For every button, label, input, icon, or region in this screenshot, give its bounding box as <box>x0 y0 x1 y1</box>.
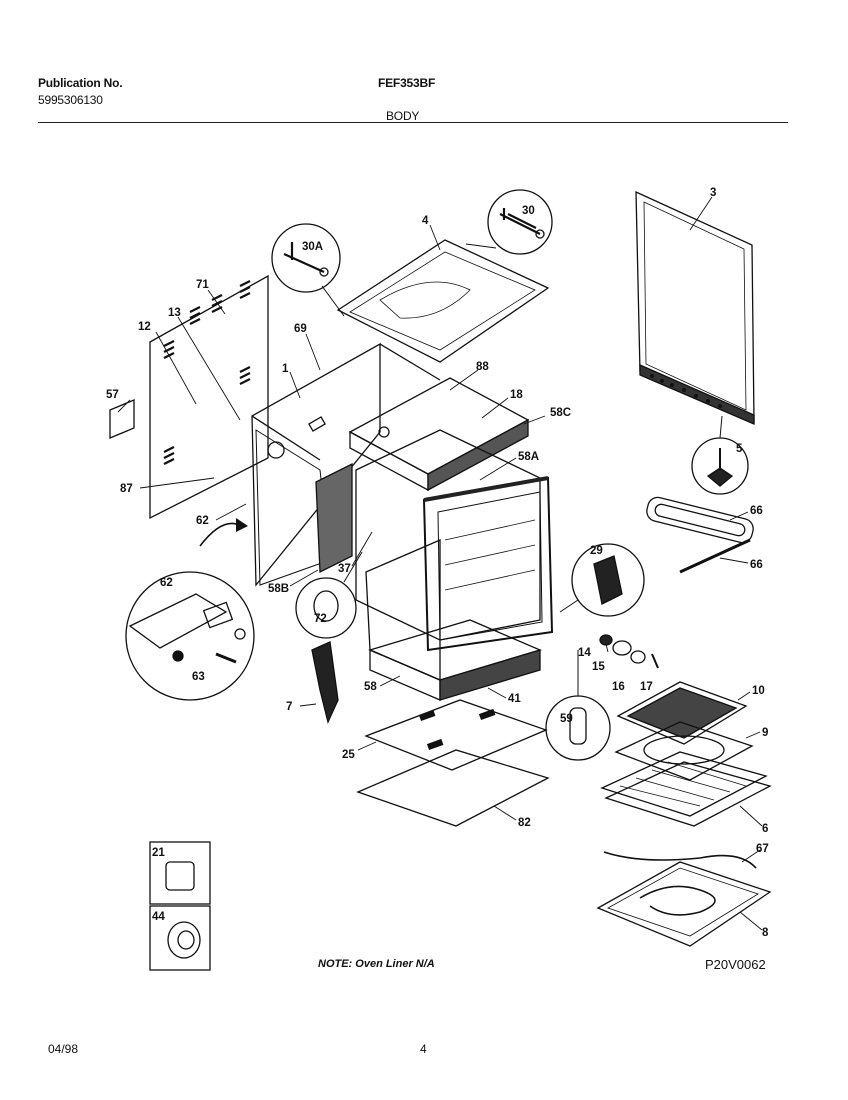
part-label-16: 16 <box>612 681 625 693</box>
diagram-code: P20V0062 <box>705 957 766 972</box>
part-label-57: 57 <box>106 389 119 401</box>
part-label-9: 9 <box>762 727 768 739</box>
part-label-41: 41 <box>508 693 521 705</box>
part-label-87: 87 <box>120 483 133 495</box>
part-4-top-panel <box>336 239 550 363</box>
part-label-7: 7 <box>286 701 292 713</box>
part-label-30a: 30A <box>302 241 323 253</box>
footer-date: 04/98 <box>48 1042 79 1056</box>
parts-14-17-small <box>599 634 659 669</box>
diagram-note: NOTE: Oven Liner N/A <box>318 958 435 970</box>
part-label-88: 88 <box>476 361 489 373</box>
part-67-bake-element <box>603 851 757 869</box>
part-58C-top-insulation <box>348 377 530 492</box>
part-7-bracket <box>311 641 339 724</box>
part-label-37: 37 <box>338 563 351 575</box>
leader-lines <box>117 196 763 931</box>
callout-72 <box>295 551 363 639</box>
part-label-62: 62 <box>160 577 173 589</box>
part-label-17: 17 <box>640 681 653 693</box>
part-label-66: 66 <box>750 505 763 517</box>
part-label-10: 10 <box>752 685 765 697</box>
part-25-bottom-panel <box>364 699 548 771</box>
part-label-66: 66 <box>750 559 763 571</box>
part-label-58c: 58C <box>550 407 571 419</box>
part-label-44: 44 <box>152 911 165 923</box>
part-label-29: 29 <box>590 545 603 557</box>
part-3-door-panel <box>635 190 755 425</box>
part-label-71: 71 <box>196 279 209 291</box>
part-label-15: 15 <box>592 661 605 673</box>
part-66-broil-element <box>646 496 754 574</box>
publication-number: 5995306130 <box>38 93 103 107</box>
part-label-63: 63 <box>192 671 205 683</box>
part-label-18: 18 <box>510 389 523 401</box>
part-label-67: 67 <box>756 843 769 855</box>
part-label-58a: 58A <box>518 451 539 463</box>
part-label-13: 13 <box>168 307 181 319</box>
callout-30 <box>465 189 553 255</box>
part-label-21: 21 <box>152 847 165 859</box>
part-label-25: 25 <box>342 749 355 761</box>
part-label-30: 30 <box>522 205 535 217</box>
part-82-drawer-bottom <box>356 749 550 827</box>
callout-59 <box>545 650 611 761</box>
part-71-back-panel <box>149 274 269 520</box>
part-label-72: 72 <box>314 613 327 625</box>
part-label-1: 1 <box>282 363 289 375</box>
part-label-69: 69 <box>294 323 307 335</box>
part-label-5: 5 <box>736 443 743 455</box>
header-rule <box>38 122 788 123</box>
publication-label: Publication No. <box>38 76 123 90</box>
part-label-3: 3 <box>710 187 716 199</box>
part-label-6: 6 <box>762 823 768 835</box>
callout-62 <box>125 518 255 701</box>
callout-30A <box>271 223 345 317</box>
part-58A-oven-liner <box>355 429 554 652</box>
section-title: BODY <box>386 109 420 123</box>
footer-page: 4 <box>420 1042 427 1056</box>
part-10-broiler-grid <box>616 681 748 745</box>
callout-5 <box>691 415 749 495</box>
part-label-12: 12 <box>138 321 151 333</box>
part-label-59: 59 <box>560 713 573 725</box>
part-label-82: 82 <box>518 817 531 829</box>
part-58B-side-insulation <box>315 462 353 574</box>
part-label-58: 58 <box>364 681 377 693</box>
part-8-oven-bottom <box>596 861 772 947</box>
part-6-oven-racks <box>600 751 772 827</box>
part-57 <box>109 399 135 439</box>
part-label-8: 8 <box>762 927 769 939</box>
part-label-62: 62 <box>196 515 209 527</box>
part-label-14: 14 <box>578 647 591 659</box>
boxed-parts-21-44 <box>149 841 211 971</box>
callout-29 <box>559 543 645 617</box>
part-label-4: 4 <box>422 215 429 227</box>
part-58-lower-housing <box>365 539 542 701</box>
part-label-58b: 58B <box>268 583 289 595</box>
model-number: FEF353BF <box>378 76 436 90</box>
